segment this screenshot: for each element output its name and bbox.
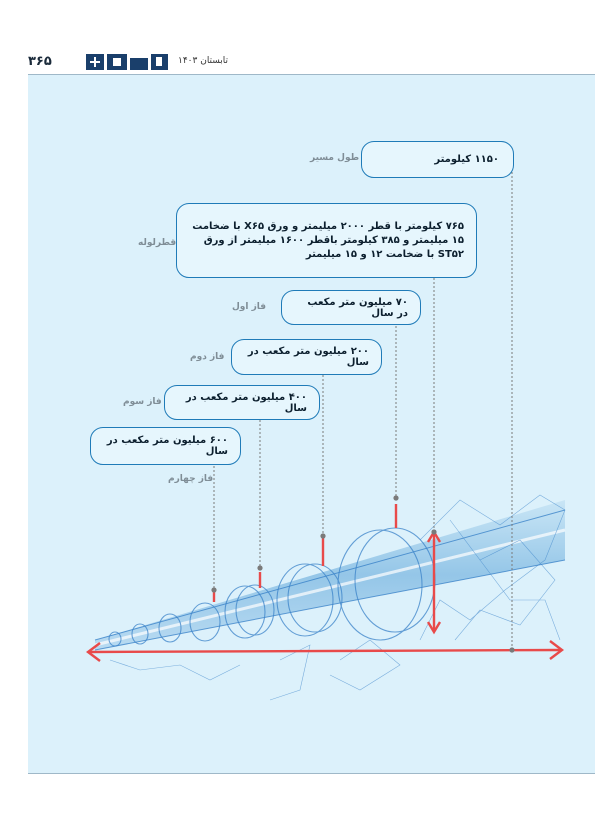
- phase1-label: فاز اول: [232, 302, 267, 312]
- phase2-label: فاز دوم: [190, 352, 225, 362]
- length-value: ۱۱۵۰ کیلومتر: [434, 154, 499, 165]
- issue-date: تابستان ۱۴۰۳: [178, 56, 229, 66]
- length-box: ۱۱۵۰ کیلومتر: [361, 141, 514, 178]
- phase2-box: ۲۰۰ میلیون متر مکعب در سال: [231, 339, 382, 375]
- wire-mesh: [109, 494, 566, 701]
- leader-lines: [213, 172, 513, 650]
- magazine-logo: [86, 54, 168, 70]
- page-header: ۳۶۵ تابستان ۱۴۰۳: [28, 52, 568, 74]
- phase1-box: ۷۰ میلیون متر مکعب در سال: [281, 290, 421, 325]
- phase4-value: ۶۰۰ میلیون متر مکعب در سال: [106, 435, 228, 457]
- phase3-value: ۴۰۰ میلیون متر مکعب در سال: [185, 391, 307, 414]
- diameter-label: قطرلوله: [138, 238, 177, 248]
- length-label: طول مسیر: [310, 153, 360, 163]
- phase1-value: ۷۰ میلیون متر مکعب در سال: [307, 296, 408, 319]
- infographic-panel: [28, 74, 595, 774]
- phase3-box: ۴۰۰ میلیون متر مکعب در سال: [164, 385, 320, 420]
- diameter-box: ۷۶۵ کیلومتر با قطر ۲۰۰۰ میلیمتر و ورق X۶…: [176, 203, 477, 278]
- phase3-label: فاز سوم: [123, 397, 162, 407]
- phase4-label: فاز چهارم: [168, 474, 214, 484]
- phase4-box: ۶۰۰ میلیون متر مکعب در سال: [90, 427, 241, 465]
- diameter-value: ۷۶۵ کیلومتر با قطر ۲۰۰۰ میلیمتر و ورق X۶…: [192, 220, 464, 260]
- length-arrow: [86, 640, 564, 662]
- page-number: ۳۶۵: [28, 54, 52, 69]
- phase2-value: ۲۰۰ میلیون متر مکعب در سال: [247, 346, 369, 368]
- leader-dots: [211, 495, 515, 653]
